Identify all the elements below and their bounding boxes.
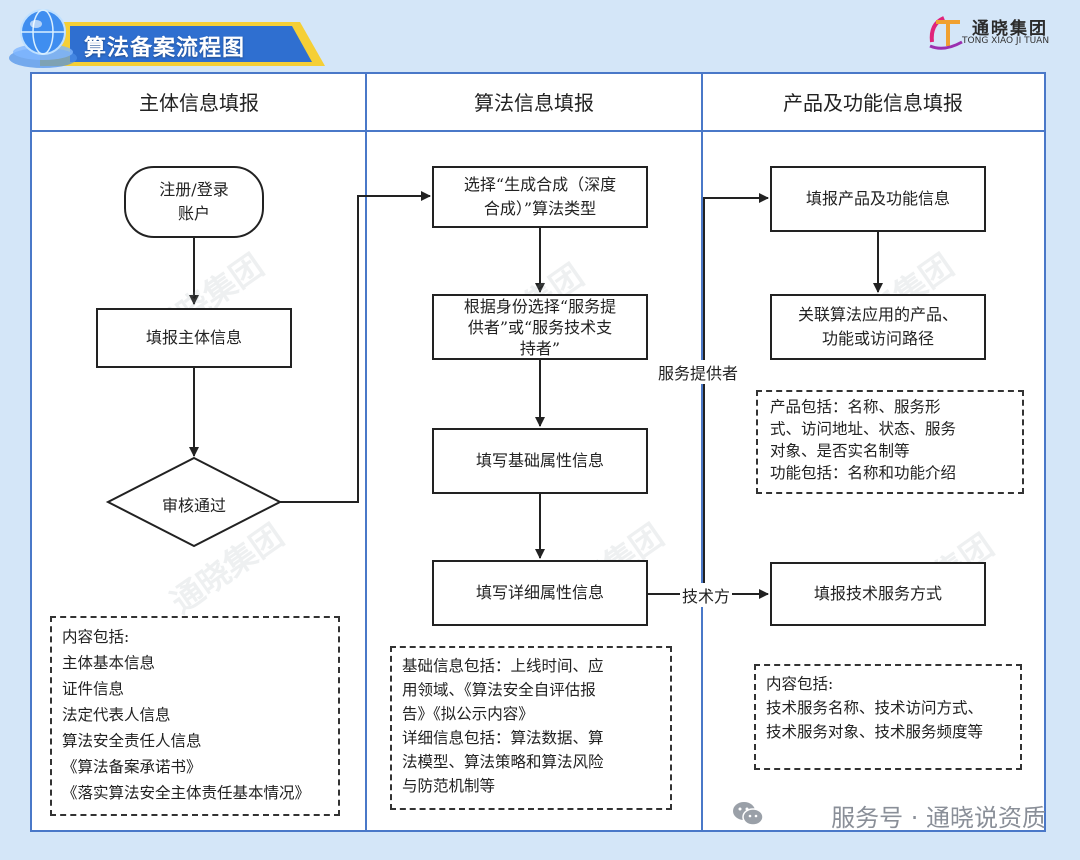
start-line-1: 注册/登录 <box>159 180 229 199</box>
fill-product-info: 填报产品及功能信息 <box>770 166 986 232</box>
flowchart-panel: 主体信息填报 算法信息填报 产品及功能信息填报 通晓集团 通晓集团 通晓集团 通… <box>30 72 1046 832</box>
title-banner: 算法备案流程图 <box>0 22 325 66</box>
start-register-login: 注册/登录 账户 <box>124 166 264 238</box>
product-note-line: 产品包括：名称、服务形 <box>770 398 941 416</box>
start-line-2: 账户 <box>177 204 210 223</box>
tech-notes: 内容包括: 技术服务名称、技术访问方式、 技术服务对象、技术服务频度等 <box>754 664 1022 770</box>
fill-detail-attributes: 填写详细属性信息 <box>432 560 648 626</box>
select-role-line: 持者” <box>519 338 561 358</box>
arrow-review-to-select-type <box>280 191 431 503</box>
column-header-subject: 主体信息填报 <box>139 91 259 115</box>
globe-icon <box>9 9 77 68</box>
wechat-icon <box>733 802 764 826</box>
select-type-line: 合成）”算法类型 <box>483 199 597 218</box>
select-type-line: 选择“生成合成（深度 <box>463 175 617 194</box>
algorithm-notes: 基础信息包括：上线时间、应 用领域、《算法安全自评估报 告》《拟公示内容》 详细… <box>390 646 672 810</box>
subject-note-line: 内容包括: <box>62 628 130 646</box>
product-note-line: 对象、是否实名制等 <box>770 442 910 460</box>
select-role-line: 供者”或“服务技术支 <box>467 317 613 337</box>
edge-label-tech: 技术方 <box>680 583 733 607</box>
edge-label-provider: 服务提供者 <box>656 360 741 384</box>
algorithm-note-line: 基础信息包括：上线时间、应 <box>402 657 604 675</box>
logo-mark-icon <box>929 16 963 50</box>
product-note-line: 式、访问地址、状态、服务 <box>770 420 957 438</box>
page-title: 算法备案流程图 <box>84 36 246 61</box>
select-role: 根据身份选择“服务提 供者”或“服务技术支 持者” <box>432 294 648 360</box>
algorithm-note-line: 用领域、《算法安全自评估报 <box>402 681 596 699</box>
product-note-line: 功能包括：名称和功能介绍 <box>770 464 957 482</box>
column-header-product: 产品及功能信息填报 <box>783 91 963 115</box>
arrow-provider-to-product <box>703 193 769 594</box>
logo-english: TONG XIAO JI TUAN <box>962 36 1050 46</box>
flowchart-connectors <box>32 74 1044 830</box>
product-notes: 产品包括：名称、服务形 式、访问地址、状态、服务 对象、是否实名制等 功能包括：… <box>756 390 1024 494</box>
algorithm-note-line: 告》《拟公示内容》 <box>402 705 534 723</box>
algorithm-note-line: 详细信息包括：算法数据、算 <box>402 729 604 747</box>
footer-account: 服务号 · 通晓说资质 <box>831 804 1046 832</box>
logo-name: 通晓集团 <box>972 19 1048 39</box>
subject-note-line: 主体基本信息 <box>62 654 156 672</box>
select-role-line: 根据身份选择“服务提 <box>463 296 617 316</box>
link-product-line: 功能或访问路径 <box>821 329 934 348</box>
tech-note-line: 技术服务名称、技术访问方式、 <box>766 699 984 717</box>
fill-basic-attributes: 填写基础属性信息 <box>432 428 648 494</box>
algorithm-note-line: 法模型、算法策略和算法风险 <box>402 753 604 771</box>
tech-note-line: 技术服务对象、技术服务频度等 <box>766 723 984 741</box>
subject-note-line: 证件信息 <box>62 680 125 698</box>
select-algorithm-type: 选择“生成合成（深度 合成）”算法类型 <box>432 166 648 228</box>
subject-content-notes: 内容包括: 主体基本信息 证件信息 法定代表人信息 算法安全责任人信息 《算法备… <box>50 616 340 816</box>
tech-note-line: 内容包括: <box>766 675 834 693</box>
algorithm-note-line: 与防范机制等 <box>402 777 496 795</box>
review-diamond <box>105 456 283 548</box>
review-label: 审核通过 <box>161 496 226 515</box>
link-product-line: 关联算法应用的产品、 <box>797 305 958 324</box>
link-product-path: 关联算法应用的产品、 功能或访问路径 <box>770 294 986 360</box>
subject-note-line: 《落实算法安全主体责任基本情况》 <box>62 784 311 802</box>
subject-note-line: 《算法备案承诺书》 <box>62 758 202 776</box>
subject-note-line: 法定代表人信息 <box>62 706 171 724</box>
column-header-algorithm: 算法信息填报 <box>474 91 594 115</box>
banner-shape <box>40 22 325 66</box>
company-logo: 通晓集团 TONG XIAO JI TUAN <box>926 12 1066 52</box>
fill-subject-info: 填报主体信息 <box>96 308 292 368</box>
fill-tech-service: 填报技术服务方式 <box>770 562 986 626</box>
subject-note-line: 算法安全责任人信息 <box>62 732 202 750</box>
